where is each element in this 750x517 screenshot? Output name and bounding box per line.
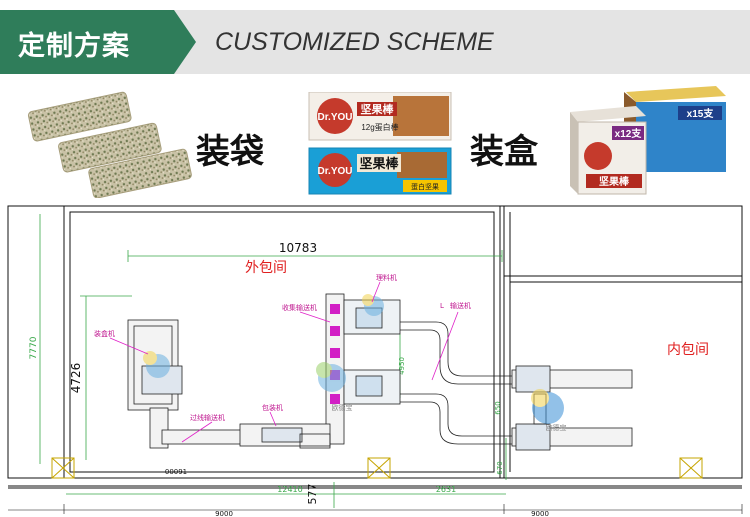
label-collect-conveyor: 收集输送机 <box>282 303 317 312</box>
wrapper-text-2: 12g蛋白棒 <box>361 122 398 132</box>
watermark-text-1: 欧德宝 <box>332 403 353 412</box>
boxing-label: 装盒 <box>470 132 538 172</box>
inner-room-label: 内包间 <box>667 342 709 358</box>
label-transition-conveyor: 过线输送机 <box>190 413 225 422</box>
wrapped-bars-image: Dr.YOU 坚果棒 12g蛋白棒 Dr.YOU 坚果棒 蛋白坚果 <box>308 92 452 195</box>
dim-bottom-mid: 577 <box>306 484 319 505</box>
dim-left-outer: 7770 <box>29 336 39 359</box>
wrapper-brand-1: Dr.YOU <box>317 112 352 123</box>
label-feeder: 理料机 <box>376 273 397 282</box>
dim-bottom-left: 12410 <box>277 485 302 494</box>
bagging-label: 装袋 <box>196 132 264 172</box>
label-conveyor-prefix: L <box>440 302 444 310</box>
header-banner: 定制方案 CUSTOMIZED SCHEME <box>0 10 750 74</box>
watermark-logos <box>143 294 564 424</box>
wrapper-text-3: 坚果棒 <box>359 156 399 171</box>
boxing-machine <box>127 319 243 449</box>
layout-drawing: 10783 7770 4726 12410 577 2631 9000 9000… <box>7 205 743 517</box>
raw-bars-image <box>27 91 192 198</box>
dim-top: 10783 <box>279 241 317 255</box>
dim-vertical-right: 650 <box>494 401 502 414</box>
dim-vertical-mid: 4950 <box>398 357 406 375</box>
wrapper-brand-2: Dr.YOU <box>317 166 352 177</box>
column-markers <box>51 457 703 479</box>
wrapper-text-4: 蛋白坚果 <box>411 182 439 191</box>
outer-room-label: 外包间 <box>245 260 287 276</box>
dim-left-inner: 4726 <box>69 363 83 394</box>
label-conveyor: 输送机 <box>450 301 471 310</box>
wrapper-text-1: 坚果棒 <box>361 102 395 116</box>
inner-machines <box>511 365 633 451</box>
box-text: 坚果棒 <box>599 175 630 188</box>
header-title-cn: 定制方案 <box>18 31 130 62</box>
label-boxing-machine: 装盒机 <box>94 329 115 338</box>
watermark-text-2: 欧德宝 <box>546 423 567 432</box>
banner-green-tab <box>0 10 196 74</box>
dim-bottom-right: 2631 <box>436 485 456 494</box>
dim-right-small: 670 <box>496 461 504 474</box>
box-count-2: x15支 <box>687 107 715 120</box>
curved-conveyors <box>400 321 518 445</box>
dim-line-mark: 00091 <box>165 468 187 476</box>
dim-axis-left: 9000 <box>215 510 233 517</box>
label-packaging-machine: 包装机 <box>262 403 283 412</box>
box-count-1: x12支 <box>615 127 643 140</box>
packaging-machine <box>239 423 331 449</box>
boxes-image: x15支 x12支 坚果棒 <box>570 86 726 195</box>
header-title-en: CUSTOMIZED SCHEME <box>215 28 494 56</box>
leader-lines <box>109 281 459 443</box>
dim-axis-right: 9000 <box>531 510 549 517</box>
